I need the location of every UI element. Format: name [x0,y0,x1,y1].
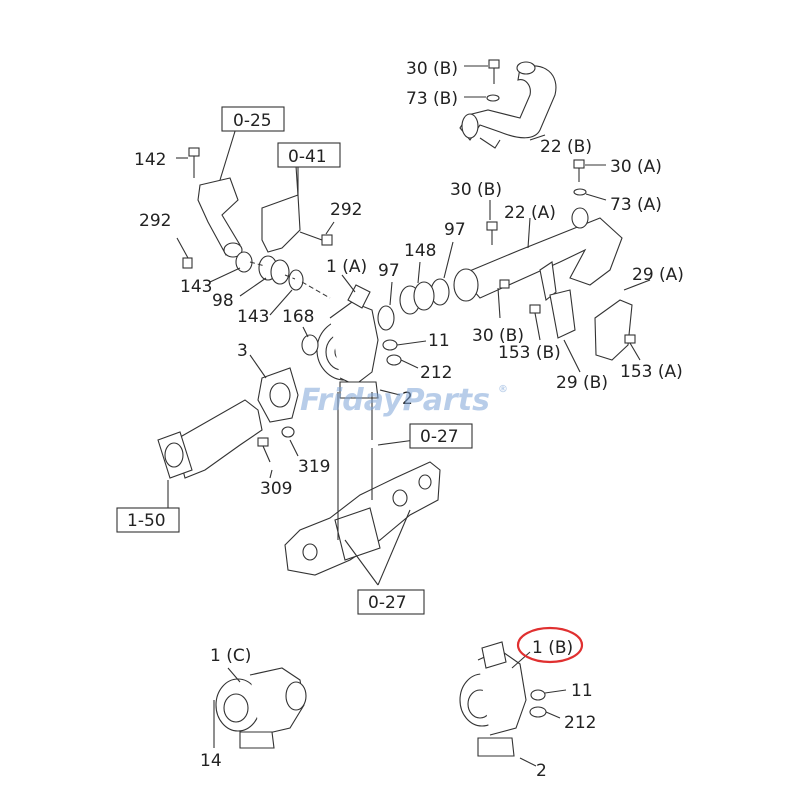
nut-11-top [382,339,398,351]
turbocharger-1b [459,641,527,757]
ref-box-0-41 [277,142,341,168]
bracket-29a [594,299,633,361]
label-0-25: 0-25 [233,111,272,131]
exhaust-pipe-1-50 [157,399,263,479]
bolt-153b [529,304,541,341]
label-292-right: 292 [330,200,362,220]
bracket-29b [549,289,576,339]
label-30a: 30 (A) [610,157,662,177]
label-97-right: 97 [444,220,466,240]
turbocharger-1a [316,284,379,399]
label-212-bottom: 212 [564,713,596,733]
ref-box-0-27-top [409,423,473,449]
label-143-b: 143 [237,307,269,327]
washer-73b-top [486,94,500,102]
ref-box-1-50 [116,507,180,533]
label-1b: 1 (B) [532,638,573,658]
label-0-27-bottom: 0-27 [368,593,407,613]
label-153a: 153 (A) [620,362,683,382]
clamp-97-left [377,305,395,331]
label-98: 98 [212,291,234,311]
label-29a: 29 (A) [632,265,684,285]
bracket-0-41 [261,165,301,253]
washer-212-top [386,354,402,366]
label-30b-top: 30 (B) [406,59,458,79]
bolt-30b-low [497,279,510,319]
bolt-30b-mid [486,221,498,245]
label-2-bottom: 2 [536,761,547,781]
washer-73a [573,188,587,196]
label-143-a: 143 [180,277,212,297]
label-142: 142 [134,150,166,170]
label-309: 309 [260,479,292,499]
label-30b-mid: 30 (B) [450,180,502,200]
ref-box-0-25 [221,106,285,132]
label-73b-top: 73 (B) [406,89,458,109]
label-1-50: 1-50 [127,511,166,531]
label-97-left: 97 [378,261,400,281]
pipe-22a [453,207,623,302]
label-319: 319 [298,457,330,477]
ref-box-0-27-bottom [357,589,425,615]
label-153b: 153 (B) [498,343,561,363]
label-168: 168 [282,307,314,327]
label-292-left: 292 [139,211,171,231]
elbow-0-25 [197,177,243,258]
label-11-bottom: 11 [571,681,593,701]
highlight-circle [516,626,584,664]
label-30b-low: 30 (B) [472,326,524,346]
flange-3 [257,367,299,423]
label-22b: 22 (B) [540,137,592,157]
label-212-top: 212 [420,363,452,383]
label-14: 14 [200,751,222,771]
label-1a: 1 (A) [326,257,367,277]
label-2-top: 2 [402,389,413,409]
label-1c: 1 (C) [210,646,251,666]
washer-212-bottom [529,706,547,718]
label-22a: 22 (A) [504,203,556,223]
clamp-143-a [235,251,253,273]
exhaust-manifold-0-27 [284,461,441,576]
bolt-309 [257,437,271,463]
label-11-top: 11 [428,331,450,351]
label-73a: 73 (A) [610,195,662,215]
nut-11-bottom [530,689,546,701]
clamp-143-b [288,269,304,291]
bolt-30a [573,159,585,182]
bolt-153a [624,334,641,361]
pipe-22b [459,61,557,149]
bolt-142 [188,147,200,178]
label-148: 148 [404,241,436,261]
hose-98 [258,255,290,285]
label-0-27-top: 0-27 [420,427,459,447]
bolt-30b-top [488,59,500,84]
label-29b: 29 (B) [556,373,608,393]
bolt-292-right [299,231,333,246]
gasket-168 [301,334,319,356]
label-3: 3 [237,341,248,361]
watermark-text: FridayParts [300,383,490,418]
washer-319 [281,426,295,438]
label-0-41: 0-41 [288,147,327,167]
turbocharger-1c [215,667,307,749]
bolt-292-left [176,237,193,269]
watermark-registered: ® [498,384,508,395]
hose-148 [399,281,435,315]
